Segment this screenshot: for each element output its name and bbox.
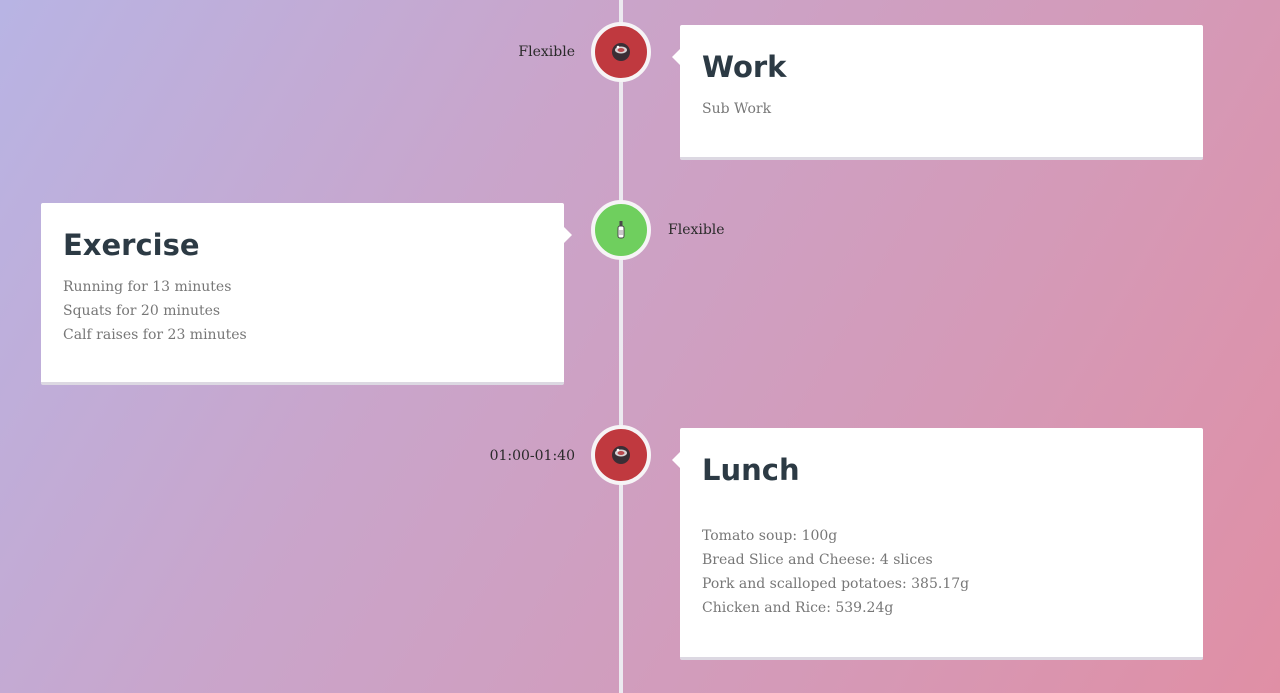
card-pointer (672, 452, 680, 468)
timeline-line (619, 0, 623, 693)
event-detail-line: Tomato soup: 100g (702, 528, 838, 544)
drink-icon (612, 43, 630, 61)
event-node[interactable] (591, 22, 651, 82)
event-detail-line: Calf raises for 23 minutes (63, 327, 247, 343)
event-details: Tomato soup: 100g Bread Slice and Cheese… (702, 524, 969, 620)
event-detail-line: Sub Work (702, 101, 772, 117)
drink-icon (612, 446, 630, 464)
event-detail-line: Squats for 20 minutes (63, 303, 221, 319)
event-card[interactable]: Exercise Running for 13 minutes Squats f… (41, 203, 572, 385)
event-time-label: 01:00-01:40 (489, 448, 575, 464)
event-time-label: Flexible (668, 222, 725, 238)
event-detail-line: Running for 13 minutes (63, 279, 232, 295)
event-card[interactable]: Work Sub Work (672, 25, 1203, 160)
event-detail-line: Chicken and Rice: 539.24g (702, 600, 894, 616)
event-time-label: Flexible (518, 44, 575, 60)
card-pointer (672, 49, 680, 65)
event-details: Running for 13 minutes Squats for 20 min… (63, 275, 247, 347)
event-title: Exercise (63, 228, 200, 262)
event-title: Lunch (702, 453, 800, 487)
card-pointer (564, 227, 572, 243)
event-details: Sub Work (702, 97, 771, 121)
event-detail-line: Bread Slice and Cheese: 4 slices (702, 552, 933, 568)
event-card[interactable]: Lunch Tomato soup: 100g Bread Slice and … (672, 428, 1203, 660)
event-title: Work (702, 50, 787, 84)
event-detail-line: Pork and scalloped potatoes: 385.17g (702, 576, 970, 592)
event-node[interactable] (591, 425, 651, 485)
event-node[interactable] (591, 200, 651, 260)
bottle-icon (617, 221, 625, 239)
